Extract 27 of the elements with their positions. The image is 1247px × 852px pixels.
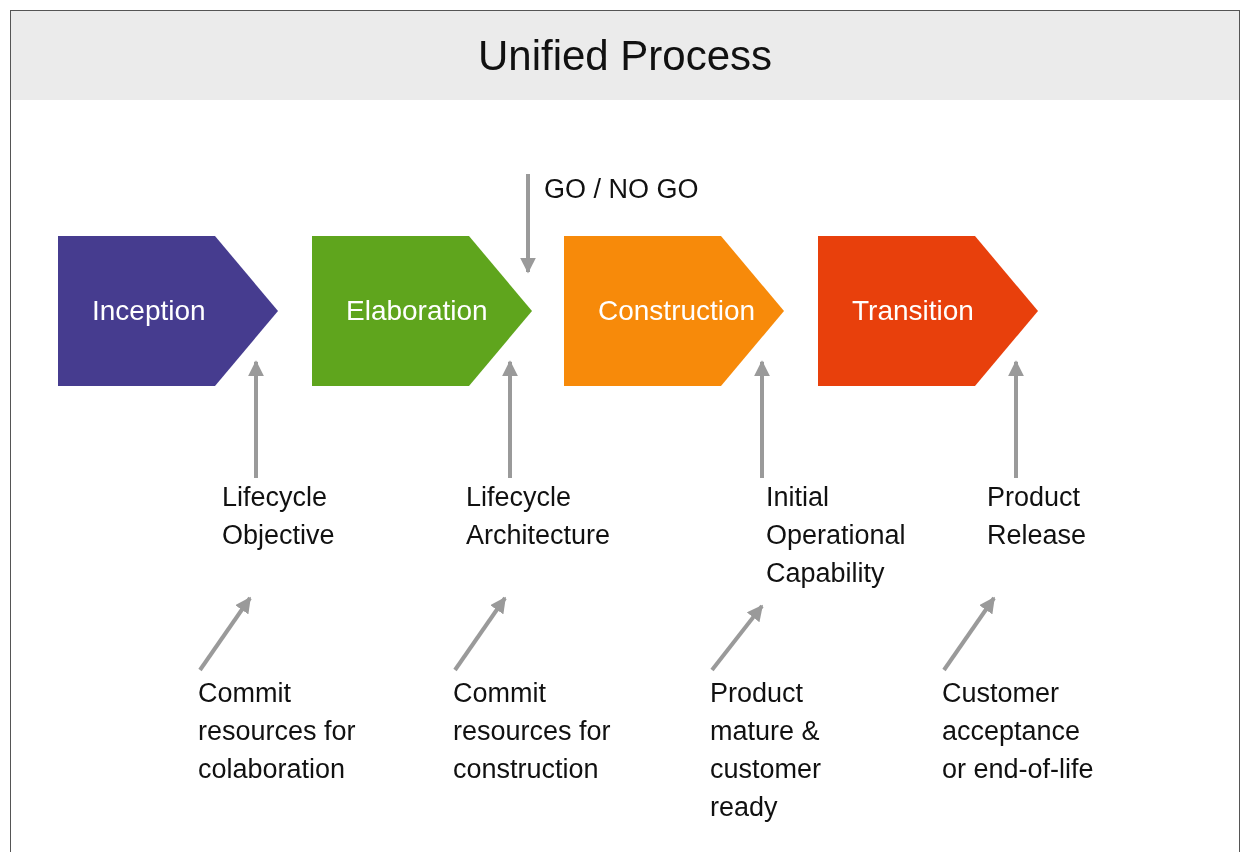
title: Unified Process: [477, 31, 773, 80]
milestone-text: Lifecycle Objective: [222, 478, 382, 554]
milestone-text: Commit resources for construction: [453, 674, 653, 788]
phase-label: Inception: [92, 295, 206, 327]
milestone-text: GO / NO GO: [544, 170, 744, 208]
milestone-text: Lifecycle Architecture: [466, 478, 646, 554]
phase-box: [818, 236, 1038, 386]
milestone-text: Initial Operational Capability: [766, 478, 946, 592]
phase-box: [564, 236, 784, 386]
phase-box: [58, 236, 278, 386]
arrow: [1008, 360, 1024, 478]
arrow: [198, 596, 252, 672]
arrow: [502, 360, 518, 478]
arrow: [248, 360, 264, 478]
phase-label: Construction: [598, 295, 756, 327]
arrow: [754, 360, 770, 478]
milestone-text: Product Release: [987, 478, 1127, 554]
phase-label: Transition: [852, 295, 974, 327]
phase-label: Elaboration: [346, 295, 488, 327]
phase-box: [312, 236, 532, 386]
arrow: [453, 596, 507, 672]
arrow: [710, 604, 764, 672]
arrow: [942, 596, 996, 672]
milestone-text: Product mature & customer ready: [710, 674, 860, 826]
arrow: [520, 174, 536, 274]
milestone-text: Commit resources for colaboration: [198, 674, 398, 788]
milestone-text: Customer acceptance or end-of-life: [942, 674, 1102, 788]
